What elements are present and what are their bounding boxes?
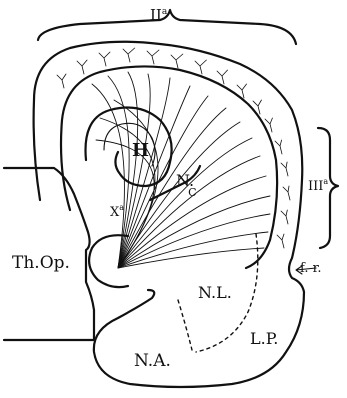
fissure-label: f. r.: [300, 261, 322, 276]
dendrite-twig: [283, 186, 290, 200]
dendrite-twig: [281, 162, 288, 176]
fiber-line: [118, 232, 268, 268]
thalamus-label: Th.Op.: [12, 253, 70, 273]
dendrite-twig: [277, 234, 284, 248]
nucleus-a-boundary-dashed: [178, 300, 192, 350]
hippocampus-label: H: [132, 140, 149, 161]
dendrite-twig: [281, 210, 288, 224]
right-bracket-label: IIIa: [308, 177, 328, 194]
dendrite-twig: [275, 140, 282, 154]
lobus-p-label: L.P.: [250, 329, 278, 348]
dendrite-twig: [195, 60, 206, 74]
nucleus-l-label: N.L.: [198, 283, 232, 302]
fiber-line: [118, 72, 138, 268]
dendrite-twig: [147, 50, 159, 64]
dendrite-twig: [123, 48, 135, 62]
fiber-line: [118, 248, 264, 268]
dendrite-twig: [77, 60, 87, 74]
nucleus-a-label: N.A.: [134, 351, 171, 371]
dendrite-twig: [217, 70, 228, 84]
dendrite-twig: [57, 74, 66, 88]
cortical-dendrites: [57, 48, 290, 248]
radiating-fibers: [92, 72, 270, 268]
dendrite-twig: [171, 54, 183, 68]
dendrite-twig: [99, 52, 110, 66]
top-bracket-label: IIa: [150, 6, 168, 24]
small-roman-label: Xa: [110, 203, 124, 220]
